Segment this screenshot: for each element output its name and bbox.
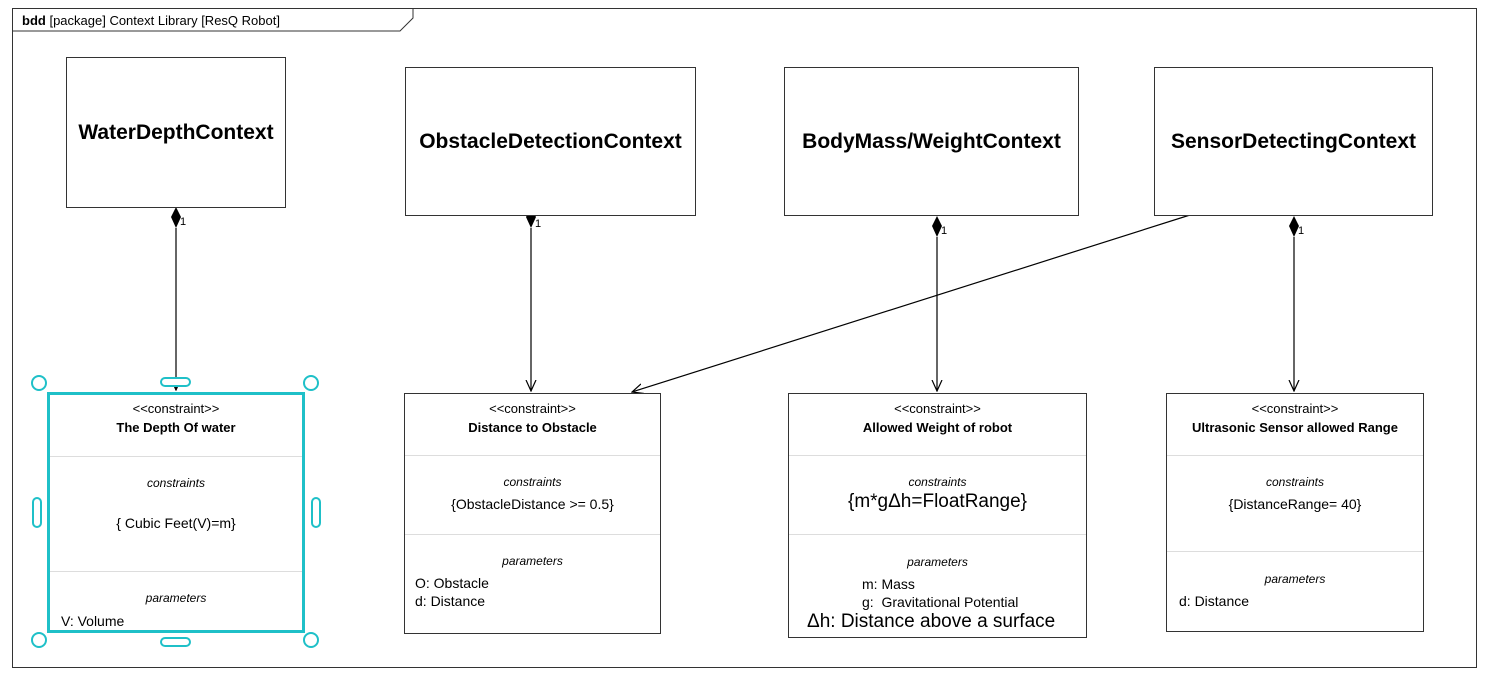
parameter-item: V: Volume	[61, 613, 125, 629]
constraints-compartment-label: constraints	[503, 475, 562, 489]
compartment-divider	[789, 455, 1086, 456]
constraint-block-depth-of-water[interactable]: <<constraint>> The Depth Of water constr…	[48, 393, 304, 632]
constraint-block-allowed-weight[interactable]: <<constraint>> Allowed Weight of robot c…	[788, 393, 1087, 638]
resize-handle-bottom-left[interactable]	[31, 632, 47, 648]
parameters-compartment-label: parameters	[145, 591, 207, 605]
frame-title: bdd [package] Context Library [ResQ Robo…	[22, 13, 280, 28]
parameter-item: O: Obstacle	[415, 575, 489, 591]
constraints-compartment-label: constraints	[146, 476, 206, 490]
block-body-mass-weight-context[interactable]: BodyMass/WeightContext	[784, 67, 1079, 216]
compartment-divider	[1167, 551, 1423, 552]
multiplicity-label: 1	[941, 225, 947, 237]
constraint-expression: {m*gΔh=FloatRange}	[847, 491, 1028, 512]
parameters-compartment-label: parameters	[502, 554, 563, 568]
parameter-item: g: Gravitational Potential	[862, 594, 1019, 610]
stereotype-label: <<constraint>>	[132, 401, 220, 416]
resize-handle-left[interactable]	[32, 497, 42, 528]
frame-kind: bdd	[22, 13, 46, 28]
compartment-divider	[405, 455, 660, 456]
constraint-block-name: Allowed Weight of robot	[862, 420, 1013, 435]
constraint-block-name: Ultrasonic Sensor allowed Range	[1192, 420, 1398, 435]
block-name: BodyMass/WeightContext	[802, 129, 1061, 153]
resize-handle-right[interactable]	[311, 497, 321, 528]
compartment-divider	[789, 534, 1086, 535]
resize-handle-top-right[interactable]	[303, 375, 319, 391]
resize-handle-bottom[interactable]	[160, 637, 191, 647]
stereotype-label: <<constraint>>	[489, 401, 576, 416]
frame-name: [package] Context Library [ResQ Robot]	[49, 13, 280, 28]
block-sensor-detecting-context[interactable]: SensorDetectingContext	[1154, 67, 1433, 216]
multiplicity-label: 1	[535, 218, 541, 230]
composition-link-sensor[interactable]	[1289, 216, 1299, 391]
stereotype-label: <<constraint>>	[894, 401, 981, 416]
block-name: WaterDepthContext	[78, 120, 274, 144]
compartment-divider	[405, 534, 660, 535]
multiplicity-label: 1	[180, 216, 186, 228]
composition-link-obstacle[interactable]	[526, 207, 536, 391]
block-water-depth-context[interactable]: WaterDepthContext	[66, 57, 286, 208]
constraint-block-name: The Depth Of water	[116, 420, 236, 435]
constraint-block-distance-to-obstacle[interactable]: <<constraint>> Distance to Obstacle cons…	[404, 393, 661, 634]
constraints-compartment-label: constraints	[1265, 475, 1325, 489]
compartment-divider	[49, 456, 303, 457]
block-obstacle-detection-context[interactable]: ObstacleDetectionContext	[405, 67, 696, 216]
constraint-expression: { Cubic Feet(V)=m}	[116, 515, 236, 531]
constraint-expression: {DistanceRange= 40}	[1228, 496, 1362, 512]
diagram-frame	[12, 8, 1477, 668]
parameter-item: d: Distance	[415, 593, 486, 609]
composition-link-water-depth[interactable]	[171, 207, 181, 390]
block-name: SensorDetectingContext	[1170, 129, 1417, 153]
resize-handle-bottom-right[interactable]	[303, 632, 319, 648]
constraint-expression: {ObstacleDistance >= 0.5}	[451, 496, 614, 512]
constraint-block-ultrasonic-range[interactable]: <<constraint>> Ultrasonic Sensor allowed…	[1166, 393, 1424, 632]
resize-handle-top-left[interactable]	[31, 375, 47, 391]
frame-header-tab	[12, 8, 414, 32]
block-name: ObstacleDetectionContext	[419, 129, 682, 153]
parameter-item: Δh: Distance above a surface	[807, 611, 1056, 632]
compartment-divider	[49, 571, 303, 572]
compartment-divider	[1167, 455, 1423, 456]
parameters-compartment-label: parameters	[1264, 572, 1326, 586]
resize-handle-top[interactable]	[160, 377, 191, 387]
multiplicity-label: 1	[1298, 225, 1304, 237]
constraint-block-name: Distance to Obstacle	[468, 420, 597, 435]
constraints-compartment-label: constraints	[908, 475, 967, 489]
parameter-item: m: Mass	[862, 576, 915, 592]
association-sensor-to-distance[interactable]	[632, 214, 1191, 392]
parameters-compartment-label: parameters	[907, 555, 968, 569]
parameter-item: d: Distance	[1179, 593, 1250, 609]
composition-link-body-mass[interactable]	[932, 216, 942, 391]
stereotype-label: <<constraint>>	[1251, 401, 1339, 416]
